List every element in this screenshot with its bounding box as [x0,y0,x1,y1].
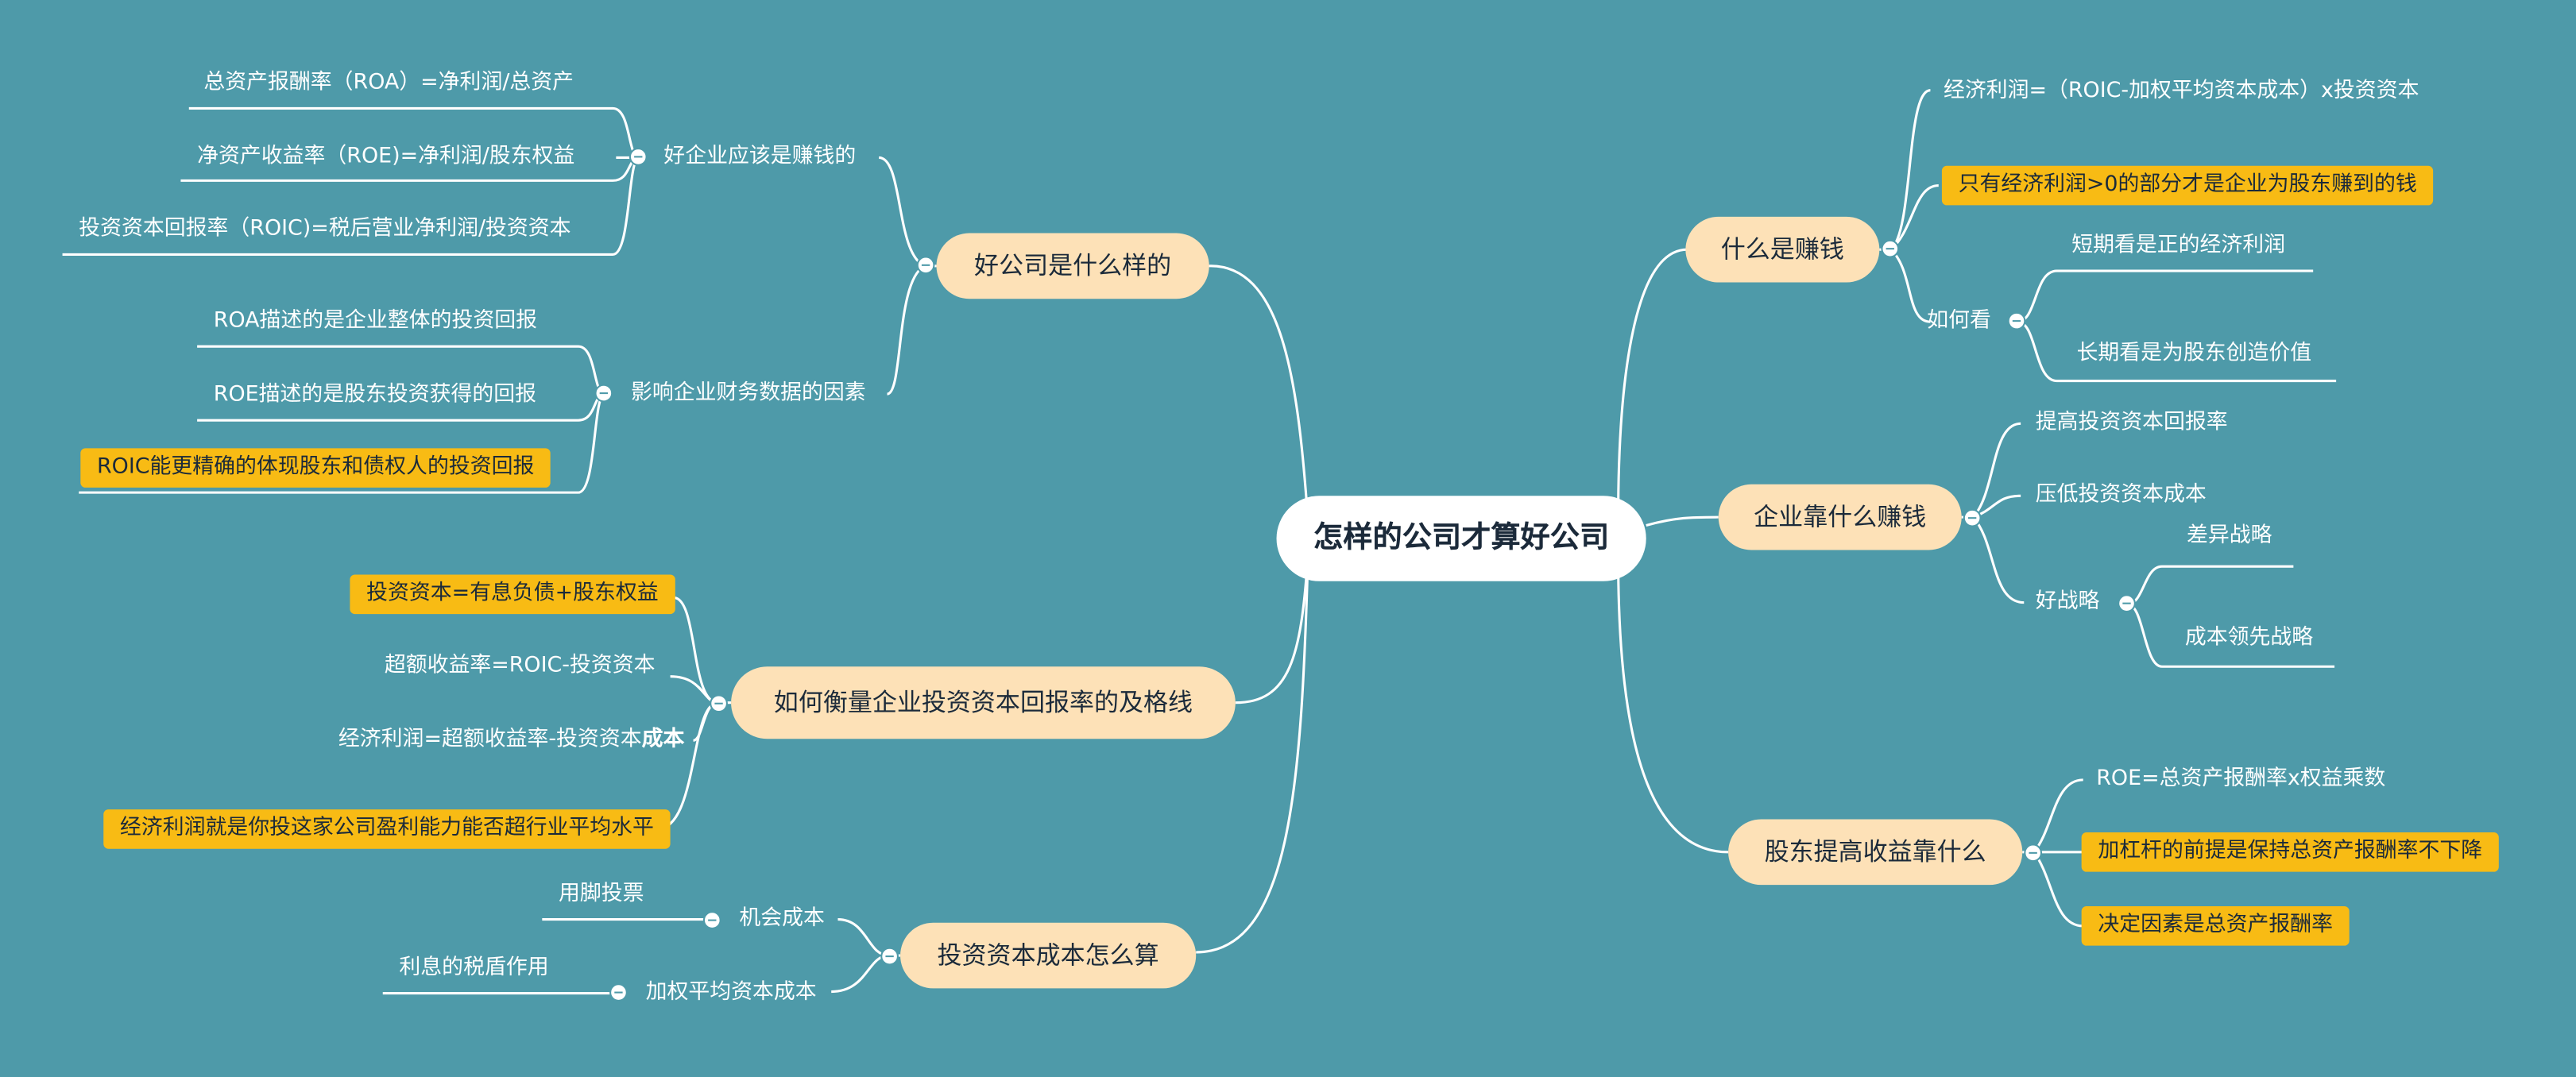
leaf-economic-profit-meaning: 经济利润就是你投这家公司盈利能力能否超行业平均水平 [103,809,671,849]
sub-opportunity-cost[interactable]: 机会成本 [739,906,825,932]
collapse-minus-icon[interactable] [2024,843,2043,863]
leaf-cost-leadership: 成本领先战略 [2184,625,2314,650]
leaf-excess-return: 超额收益率=ROIC-投资资本 [384,653,656,678]
leaf-long-term: 长期看是为股东创造价值 [2076,341,2312,366]
leaf-roic-formula: 投资资本回报率（ROIC)=税后营业净利润/投资资本 [79,216,571,241]
sub-factors[interactable]: 影响企业财务数据的因素 [630,380,866,406]
leaf-vote-with-feet: 用脚投票 [558,882,644,907]
leaf-economic-profit-formula: 经济利润=（ROIC-加权平均资本成本）x投资资本 [1943,79,2419,104]
sub-earn[interactable]: 好企业应该是赚钱的 [663,144,857,169]
branch-good-company[interactable]: 好公司是什么样的 [936,233,1209,299]
leaf-roe-decompose: ROE=总资产报酬率x权益乘数 [2096,766,2386,792]
leaf-short-term: 短期看是正的经济利润 [2071,233,2286,258]
leaf-leverage-premise: 加杠杆的前提是保持总资产报酬率不下降 [2081,832,2499,872]
collapse-minus-icon[interactable] [609,983,628,1002]
collapse-minus-icon[interactable] [2118,594,2136,613]
leaf-decisive-factor: 决定因素是总资产报酬率 [2081,906,2350,946]
leaf-economic-profit: 经济利润=超额收益率-投资资本成本 [338,726,684,755]
collapse-minus-icon[interactable] [880,947,899,966]
leaf-raise-roic: 提高投资资本回报率 [2035,410,2228,435]
collapse-minus-icon[interactable] [629,148,648,166]
leaf-economic-profit-suffix: 成本 [641,727,685,752]
leaf-roe-formula: 净资产收益率（ROE)=净利润/股东权益 [197,144,575,169]
branch-rely[interactable]: 企业靠什么赚钱 [1718,484,1962,550]
leaf-economic-profit-text: 经济利润=超额收益率-投资资本 [338,727,642,752]
collapse-minus-icon[interactable] [702,911,721,929]
leaf-roa-desc: ROA描述的是企业整体的投资回报 [213,308,537,334]
leaf-tax-shield: 利息的税盾作用 [399,955,549,981]
leaf-roa-formula: 总资产报酬率（ROA）=净利润/总资产 [203,70,574,95]
leaf-lower-cost: 压低投资资本成本 [2035,482,2207,508]
leaf-differentiation: 差异战略 [2186,523,2272,549]
collapse-minus-icon[interactable] [916,256,935,275]
leaf-positive-profit: 只有经济利润>0的部分才是企业为股东赚到的钱 [1941,165,2434,206]
leaf-roe-desc: ROE描述的是股东投资获得的回报 [213,382,537,407]
branch-label: 如何衡量企业投资资本回报率的及格线 [773,688,1193,718]
collapse-minus-icon[interactable] [1881,239,1900,258]
branch-label: 什么是赚钱 [1720,234,1844,264]
branch-shareholder[interactable]: 股东提高收益靠什么 [1728,819,2023,886]
collapse-minus-icon[interactable] [1963,508,1982,527]
branch-label: 股东提高收益靠什么 [1764,837,1986,867]
branch-label: 企业靠什么赚钱 [1754,502,1927,532]
leaf-invested-capital: 投资资本=有息负债+股东权益 [350,574,675,615]
collapse-minus-icon[interactable] [594,384,613,403]
sub-good-strategy[interactable]: 好战略 [2035,589,2100,615]
sub-how-to-view[interactable]: 如何看 [1927,308,1991,334]
branch-measure[interactable]: 如何衡量企业投资资本回报率的及格线 [731,666,1236,739]
branch-label: 投资资本成本怎么算 [937,940,1159,971]
root-node[interactable]: 怎样的公司才算好公司 [1276,496,1646,581]
branch-profit[interactable]: 什么是赚钱 [1685,216,1880,283]
collapse-minus-icon[interactable] [710,694,728,713]
leaf-roic-desc: ROIC能更精确的体现股东和债权人的投资回报 [80,448,551,488]
root-label: 怎样的公司才算好公司 [1313,520,1610,555]
branch-label: 好公司是什么样的 [974,251,1172,281]
branch-cost[interactable]: 投资资本成本怎么算 [900,922,1197,989]
sub-wacc[interactable]: 加权平均资本成本 [645,980,817,1006]
collapse-minus-icon[interactable] [2007,311,2026,330]
